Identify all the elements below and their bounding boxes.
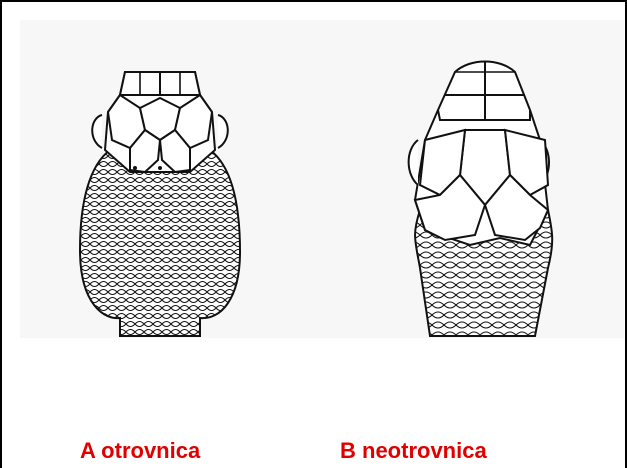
caption-venomous: A otrovnica [80,438,200,464]
caption-non-venomous: B neotrovnica [340,438,487,464]
